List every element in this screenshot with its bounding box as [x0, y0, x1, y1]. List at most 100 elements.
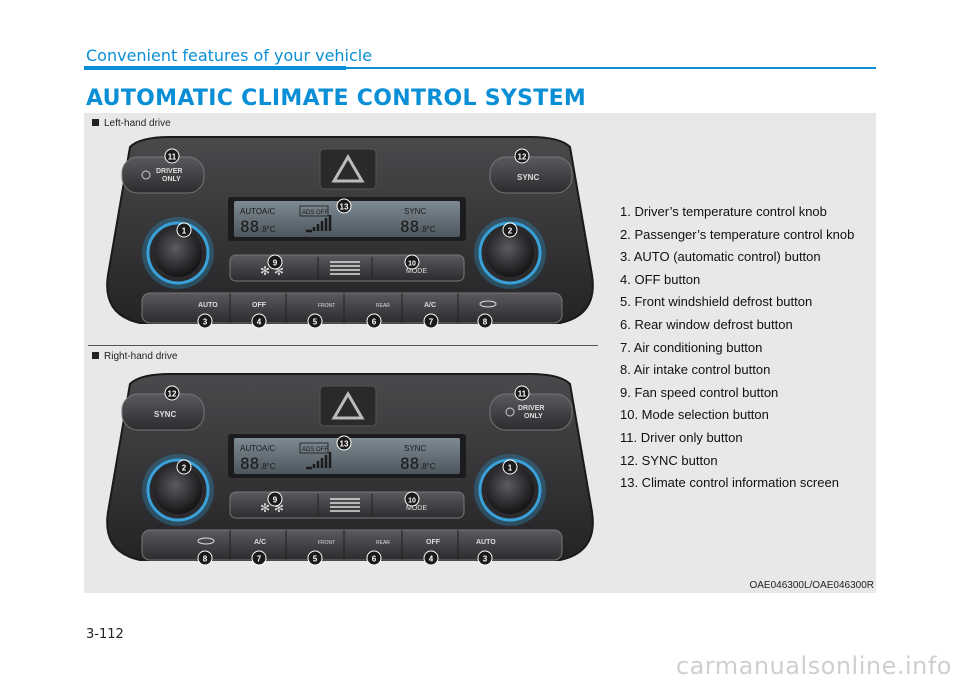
callout-4: 4	[423, 550, 439, 566]
display-temp-left: 88	[240, 217, 259, 236]
svg-text:3: 3	[483, 555, 488, 564]
svg-text:1: 1	[508, 464, 513, 473]
callout-4: 4	[251, 313, 267, 329]
front-defrost-label[interactable]: FRONT	[318, 540, 335, 546]
bullet-square-icon	[92, 119, 99, 126]
climate-display	[234, 201, 460, 237]
center-vent-icon	[330, 498, 360, 512]
rhd-label-text: Right-hand drive	[104, 351, 178, 362]
ads-off-box	[299, 205, 329, 217]
svg-text:7: 7	[257, 555, 262, 564]
svg-text:4: 4	[257, 318, 262, 327]
rhd-label: Right-hand drive	[92, 351, 177, 362]
legend-item: 11. Driver only button	[620, 429, 743, 445]
legend-item: 8. Air intake control button	[620, 362, 771, 378]
driver-only-button[interactable]	[121, 156, 205, 194]
driver-only-label-1: DRIVER	[156, 168, 182, 175]
page-number: 3-112	[86, 627, 124, 642]
callout-10: 10	[404, 254, 420, 270]
svg-text:13: 13	[340, 203, 349, 212]
mode-label: MODE	[406, 505, 427, 512]
rear-defrost-label[interactable]: REAR	[376, 303, 390, 309]
driver-only-label-1: DRIVER	[518, 405, 544, 412]
svg-text:6: 6	[372, 318, 377, 327]
callout-13: 13	[336, 435, 352, 451]
callout-8: 8	[197, 550, 213, 566]
callout-12: 12	[164, 385, 180, 401]
display-ads-off: ADS OFF	[302, 447, 328, 453]
display-ads-off: ADS OFF	[302, 210, 328, 216]
off-button-label[interactable]: OFF	[426, 539, 441, 546]
driver-only-button[interactable]	[489, 393, 573, 431]
air-intake-icon	[197, 537, 215, 545]
display-unit-right: .8°C	[420, 462, 436, 471]
bullet-square-icon	[92, 352, 99, 359]
lhd-label: Left-hand drive	[92, 118, 171, 129]
lhd-climate-panel: DRIVER ONLY SYNC AUTO A/C 88 .8°C ADS OF…	[106, 136, 594, 329]
callout-6: 6	[366, 550, 382, 566]
section-header: Convenient features of your vehicle	[86, 46, 373, 65]
driver-knob-cap	[154, 229, 202, 277]
callout-6: 6	[366, 313, 382, 329]
svg-text:9: 9	[273, 259, 278, 268]
component-legend: 1. Driver’s temperature control knob 2. …	[620, 201, 854, 495]
callout-3: 3	[197, 313, 213, 329]
svg-text:13: 13	[340, 440, 349, 449]
hazard-triangle-icon	[331, 391, 365, 420]
display-ac: A/C	[262, 207, 276, 216]
display-temp-right: 88	[400, 217, 419, 236]
legend-item: 4. OFF button	[620, 271, 701, 287]
driver-only-label-2: ONLY	[162, 176, 181, 183]
callout-3: 3	[477, 550, 493, 566]
off-button-label[interactable]: OFF	[252, 302, 267, 309]
sync-button[interactable]	[489, 156, 573, 194]
svg-text:2: 2	[182, 464, 187, 473]
bottom-button-row	[141, 292, 563, 324]
svg-text:6: 6	[372, 555, 377, 564]
center-vent-icon	[330, 261, 360, 275]
bottom-button-row	[141, 529, 563, 561]
svg-text:5: 5	[313, 318, 318, 327]
display-ac: A/C	[262, 444, 276, 453]
callout-1: 1	[502, 459, 518, 475]
passenger-knob-cap	[486, 229, 534, 277]
svg-text:11: 11	[518, 390, 527, 399]
svg-text:4: 4	[429, 555, 434, 564]
climate-display	[234, 438, 460, 474]
sync-button[interactable]	[121, 393, 205, 431]
display-temp-right: 88	[400, 454, 419, 473]
svg-text:12: 12	[168, 390, 177, 399]
fan-level-bars	[306, 215, 332, 233]
ac-button-label[interactable]: A/C	[424, 302, 436, 309]
callout-10: 10	[404, 491, 420, 507]
ac-button-label[interactable]: A/C	[254, 539, 266, 546]
fan-icon	[505, 407, 515, 417]
figure-code: OAE046300L/OAE046300R	[749, 580, 874, 591]
sync-label: SYNC	[154, 410, 176, 419]
svg-text:12: 12	[518, 153, 527, 162]
legend-item: 2. Passenger’s temperature control knob	[620, 226, 855, 242]
svg-text:8: 8	[483, 318, 488, 327]
rear-defrost-label[interactable]: REAR	[376, 540, 390, 546]
svg-text:10: 10	[408, 498, 416, 505]
callout-5: 5	[307, 313, 323, 329]
svg-text:2: 2	[508, 227, 513, 236]
driver-only-label-2: ONLY	[524, 413, 543, 420]
callout-2: 2	[176, 459, 192, 475]
display-auto: AUTO	[240, 207, 262, 216]
svg-text:7: 7	[429, 318, 434, 327]
legend-item: 10. Mode selection button	[620, 407, 769, 423]
callout-11: 11	[514, 385, 530, 401]
callout-9: 9	[267, 254, 283, 270]
front-defrost-label[interactable]: FRONT	[318, 303, 335, 309]
display-unit-left: .8°C	[260, 225, 276, 234]
callout-12: 12	[514, 148, 530, 164]
legend-item: 5. Front windshield defrost button	[620, 294, 813, 310]
auto-button-label[interactable]: AUTO	[476, 539, 496, 546]
rhd-climate-panel: SYNC DRIVER ONLY AUTO A/C 88 .8°C ADS OF…	[106, 373, 594, 566]
page-title: AUTOMATIC CLIMATE CONTROL SYSTEM	[86, 86, 587, 111]
auto-button-label[interactable]: AUTO	[198, 302, 218, 309]
callout-8: 8	[477, 313, 493, 329]
callout-5: 5	[307, 550, 323, 566]
callout-9: 9	[267, 491, 283, 507]
